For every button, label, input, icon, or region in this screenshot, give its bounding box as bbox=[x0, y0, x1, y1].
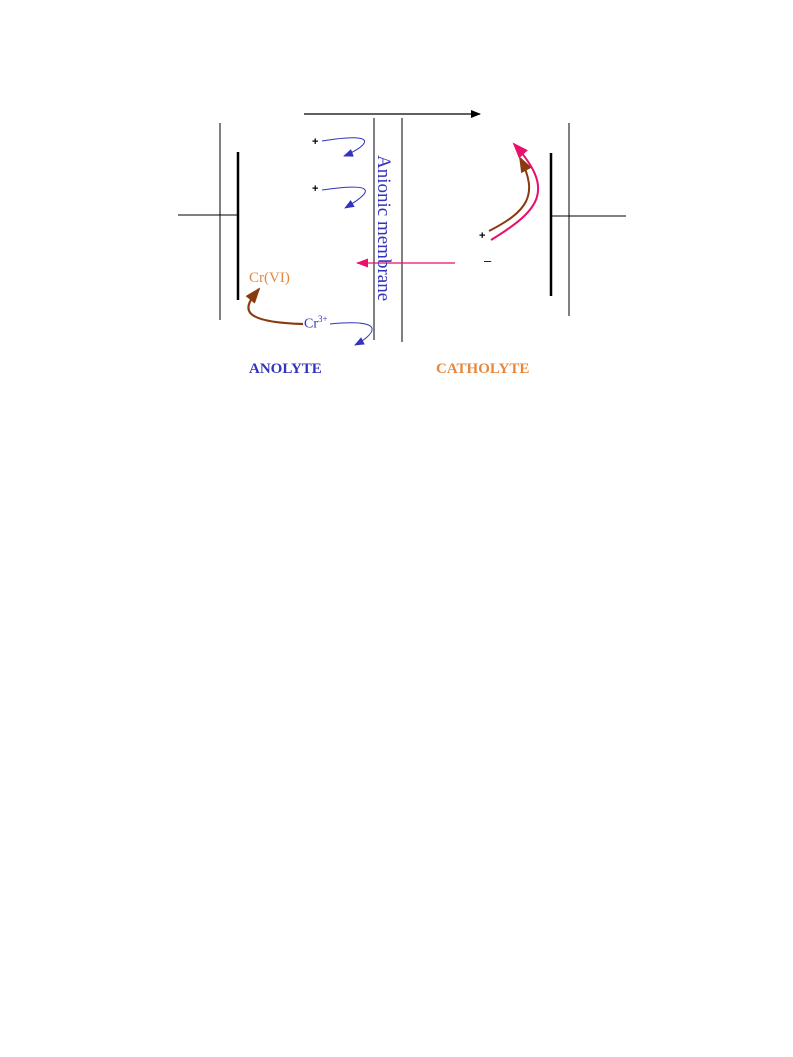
cathode-magenta-arrow bbox=[490, 142, 540, 241]
cr3-arrow bbox=[329, 322, 373, 346]
membrane-label: Anionic membrane bbox=[373, 155, 394, 302]
cr3-charge: 3+ bbox=[318, 314, 328, 324]
minus-sign-catholyte: – bbox=[484, 253, 492, 268]
cr3-label-text: Cr bbox=[304, 316, 318, 332]
catholyte-label: CATHOLYTE bbox=[436, 361, 530, 377]
cathode-brown-arrow bbox=[488, 156, 532, 232]
cr3-label: Cr3+ bbox=[304, 314, 328, 333]
cation-arrow-1 bbox=[321, 137, 365, 157]
oxidation-arrow bbox=[245, 287, 304, 326]
plus-sign-1: + bbox=[312, 136, 319, 148]
anolyte-label: ANOLYTE bbox=[249, 361, 322, 377]
plus-sign-catholyte: + bbox=[479, 230, 486, 242]
plus-sign-2: + bbox=[312, 183, 319, 195]
cr-vi-label: Cr(VI) bbox=[249, 270, 290, 286]
cation-arrow-2 bbox=[321, 186, 366, 209]
